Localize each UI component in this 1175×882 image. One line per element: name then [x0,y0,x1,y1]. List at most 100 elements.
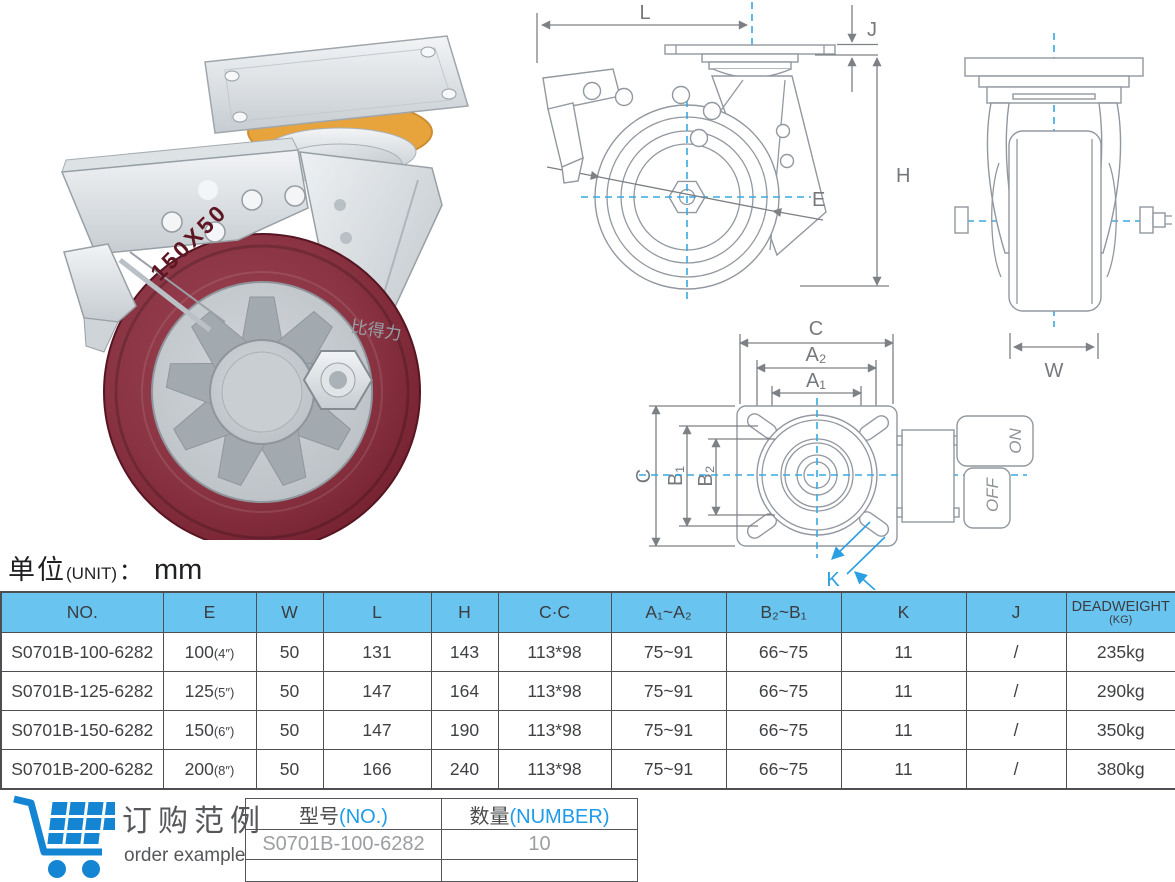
order-table-value-row: S0701B-100-6282 10 [246,830,638,860]
order-table-empty-row [246,860,638,882]
dim-label-K: K [826,569,840,590]
wheel [104,234,420,540]
caster-product-photo: 150X50 比得力 [0,0,500,540]
spec-row-3: S0701B-150-6282 150(6″) 50 147 190 113*9… [1,711,1175,750]
cell-deadweight: 235kg [1066,633,1175,672]
order-empty-cell [246,860,442,882]
cell-j: / [966,672,1066,711]
dim-label-C-left: C [633,469,655,483]
cell-cc: 113*98 [498,633,611,672]
dim-label-B1: B₁ [665,466,687,486]
cell-w: 50 [256,750,323,790]
cell-no: S0701B-125-6282 [1,672,163,711]
order-model-value: S0701B-100-6282 [246,830,442,860]
cell-a: 75~91 [611,750,726,790]
col-header-a1a2: A₁~A₂ [611,592,726,633]
brake-off-label: OFF [983,476,1002,512]
cell-e: 100(4″) [163,633,256,672]
cell-no: S0701B-200-6282 [1,750,163,790]
cell-k: 11 [841,711,966,750]
cell-k: 11 [841,750,966,790]
caster-photo-illustration: 150X50 比得力 [0,0,500,540]
cell-k: 11 [841,633,966,672]
order-header-model: 型号(NO.) [246,799,442,830]
brake-pedal-top-view: ON OFF [897,416,1033,528]
cell-w: 50 [256,633,323,672]
col-header-no: NO. [1,592,163,633]
unit-colon: ： [119,552,142,586]
unit-label-en: (UNIT) [66,564,117,584]
cell-deadweight: 350kg [1066,711,1175,750]
dim-label-E: E [812,189,825,211]
spec-table: NO. E W L H C·C A₁~A₂ B₂~B₁ K J DEADWEIG… [0,591,1175,790]
cell-h: 240 [431,750,498,790]
cell-cc: 113*98 [498,711,611,750]
cell-b: 66~75 [726,672,841,711]
col-header-cc: C·C [498,592,611,633]
cell-j: / [966,711,1066,750]
col-header-h: H [431,592,498,633]
cell-a: 75~91 [611,633,726,672]
cell-cc: 113*98 [498,750,611,790]
cell-e: 150(6″) [163,711,256,750]
cell-l: 147 [323,711,431,750]
cell-no: S0701B-100-6282 [1,633,163,672]
unit-value: mm [154,554,202,587]
dim-label-H: H [896,165,910,187]
cell-j: / [966,633,1066,672]
order-empty-cell [442,860,638,882]
cell-b: 66~75 [726,633,841,672]
cell-b: 66~75 [726,711,841,750]
cell-w: 50 [256,672,323,711]
order-header-qty: 数量(NUMBER) [442,799,638,830]
cell-h: 143 [431,633,498,672]
col-header-deadweight: DEADWEIGHT (KG) [1066,592,1175,633]
cell-no: S0701B-150-6282 [1,711,163,750]
dim-label-W: W [1045,360,1064,382]
deadweight-label: DEADWEIGHT [1067,599,1175,615]
cell-j: / [966,750,1066,790]
cell-l: 131 [323,633,431,672]
cell-b: 66~75 [726,750,841,790]
cell-l: 147 [323,672,431,711]
brake-on-label: ON [1006,428,1025,454]
cell-l: 166 [323,750,431,790]
spec-table-header-row: NO. E W L H C·C A₁~A₂ B₂~B₁ K J DEADWEIG… [1,592,1175,633]
unit-line: 单位 (UNIT) ： mm [8,548,202,587]
front-wheel [1009,131,1101,311]
cell-e: 125(5″) [163,672,256,711]
side-view-drawing: L J H E [515,0,935,330]
order-table-header-row: 型号(NO.) 数量(NUMBER) [246,799,638,830]
bottom-view-drawing: C A₂ A₁ C B₁ B₂ ON [625,318,1045,590]
cell-a: 75~91 [611,711,726,750]
front-plate [965,58,1143,103]
dim-label-B2: B₂ [695,465,717,486]
cell-h: 164 [431,672,498,711]
order-example-table: 型号(NO.) 数量(NUMBER) S0701B-100-6282 10 [245,798,638,882]
unit-label-zh: 单位 [8,548,66,587]
order-qty-value: 10 [442,830,638,860]
spec-row-2: S0701B-125-6282 125(5″) 50 147 164 113*9… [1,672,1175,711]
dim-label-J: J [867,19,877,41]
cell-k: 11 [841,672,966,711]
cell-deadweight: 380kg [1066,750,1175,790]
spec-row-1: S0701B-100-6282 100(4″) 50 131 143 113*9… [1,633,1175,672]
cell-cc: 113*98 [498,672,611,711]
cell-h: 190 [431,711,498,750]
col-header-w: W [256,592,323,633]
dim-label-C-top: C [809,318,823,340]
cart-icon [10,790,115,882]
col-header-k: K [841,592,966,633]
col-header-j: J [966,592,1066,633]
dim-label-L: L [639,2,650,24]
col-header-b2b1: B₂~B₁ [726,592,841,633]
cell-e: 200(8″) [163,750,256,790]
cell-w: 50 [256,711,323,750]
dim-label-A1: A₁ [806,370,826,392]
col-header-e: E [163,592,256,633]
cell-deadweight: 290kg [1066,672,1175,711]
side-plate [665,45,835,78]
deadweight-unit-label: (KG) [1067,615,1175,626]
dim-label-A2: A₂ [805,344,826,366]
cell-a: 75~91 [611,672,726,711]
